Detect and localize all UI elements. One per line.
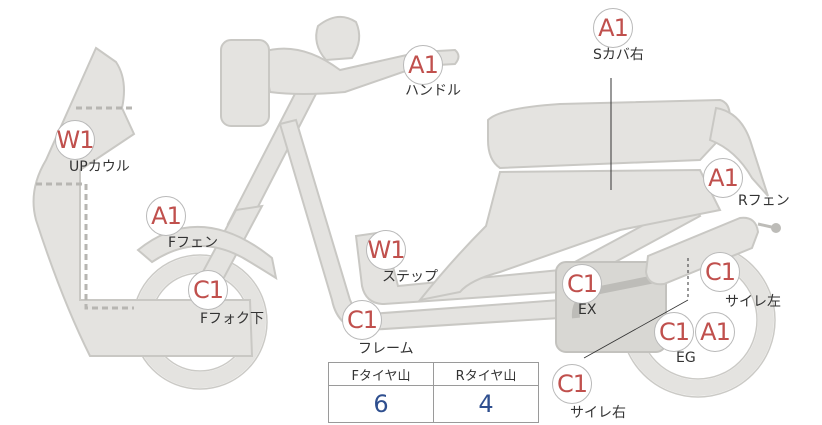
label-f-fender: Fフェン xyxy=(168,235,219,251)
badge-step[interactable]: W1 xyxy=(366,230,406,270)
badge-ex[interactable]: C1 xyxy=(562,264,602,304)
badge-r-fender[interactable]: A1 xyxy=(703,158,743,198)
label-step: ステップ xyxy=(382,269,438,285)
side-cover xyxy=(417,168,722,302)
tread-header-front: Fタイヤ山 xyxy=(328,362,434,386)
front-fender xyxy=(136,225,278,281)
badge-up-cowl[interactable]: W1 xyxy=(55,120,95,160)
badge-f-fork-lower[interactable]: C1 xyxy=(188,270,228,310)
badge-f-fender[interactable]: A1 xyxy=(146,196,186,236)
headlight xyxy=(220,39,270,127)
label-s-cover-right: Sカバ右 xyxy=(593,47,644,63)
label-frame: フレーム xyxy=(358,341,414,357)
muffler xyxy=(644,216,760,286)
label-ex: EX xyxy=(578,302,597,318)
tire-tread-table: Fタイヤ山 Rタイヤ山 6 4 xyxy=(328,362,539,423)
label-f-fork-lower: Fフォク下 xyxy=(200,311,265,327)
badge-s-cover-right[interactable]: A1 xyxy=(593,8,633,48)
tread-value-front: 6 xyxy=(328,385,434,423)
badge-handle[interactable]: A1 xyxy=(403,45,443,85)
tread-header-rear: Rタイヤ山 xyxy=(433,362,539,386)
badge-muffler-left[interactable]: C1 xyxy=(700,252,740,292)
label-handle: ハンドル xyxy=(405,83,461,99)
badge-muffler-right[interactable]: C1 xyxy=(552,364,592,404)
rear-fender xyxy=(708,106,769,197)
mirror xyxy=(315,15,361,62)
label-r-fender: Rフェン xyxy=(738,193,790,209)
label-muffler-right: サイレ右 xyxy=(570,405,626,421)
label-up-cowl: UPカウル xyxy=(69,159,130,175)
badge-eg-a1[interactable]: A1 xyxy=(695,312,735,352)
tread-value-rear: 4 xyxy=(433,385,539,423)
badge-frame[interactable]: C1 xyxy=(342,300,382,340)
label-eg: EG xyxy=(676,350,696,366)
badge-eg[interactable]: C1 xyxy=(654,312,694,352)
seat xyxy=(487,98,731,170)
label-muffler-left: サイレ左 xyxy=(725,294,781,310)
